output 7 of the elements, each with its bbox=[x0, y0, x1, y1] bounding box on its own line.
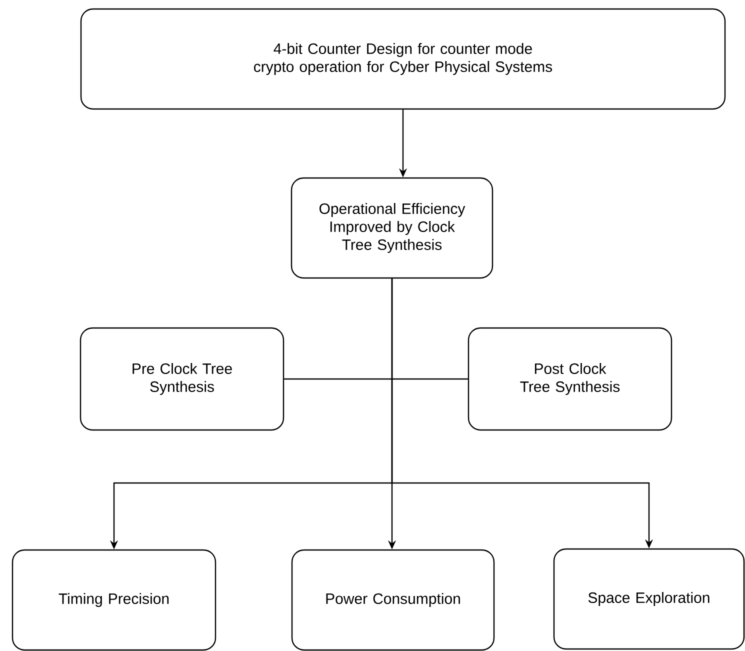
process-box: 4-bit Counter Design for counter mode crypto operation for Cyber Physical Systems bbox=[80, 8, 726, 110]
process-box: Power Consumption bbox=[291, 549, 495, 651]
process-box: Timing Precision bbox=[12, 549, 216, 651]
process-box: Operational Efficiency Improved by Clock Tree Synthesis bbox=[290, 177, 494, 279]
process-box: Post Clock Tree Synthesis bbox=[468, 327, 672, 431]
process-box: Pre Clock Tree Synthesis bbox=[80, 327, 284, 431]
process-box: Space Exploration bbox=[553, 548, 745, 650]
